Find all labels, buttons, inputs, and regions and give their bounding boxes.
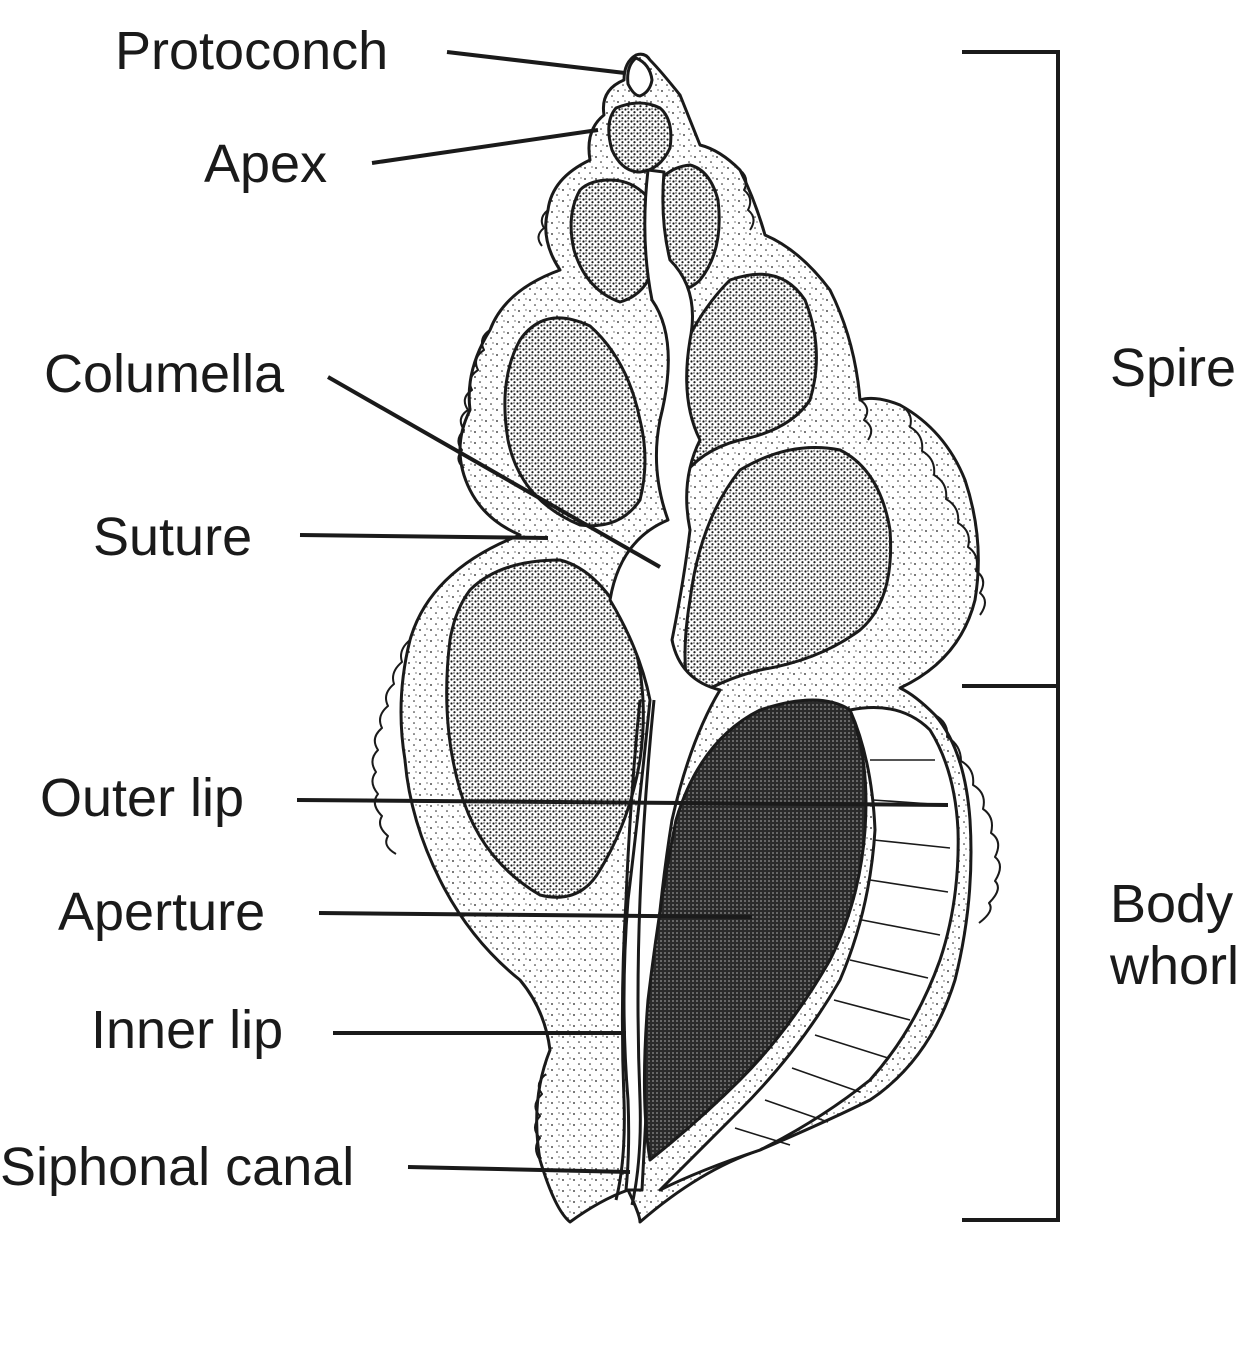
label-body-whorl-line2: whorl bbox=[1109, 936, 1239, 996]
left-ridges bbox=[371, 209, 549, 1161]
label-siphonal-canal: Siphonal canal bbox=[0, 1137, 354, 1197]
label-body-whorl-line1: Body bbox=[1110, 874, 1233, 934]
leader-siphonal-canal bbox=[407, 1165, 631, 1174]
label-spire: Spire bbox=[1110, 338, 1236, 398]
leader-lines bbox=[296, 50, 949, 1174]
label-outer-lip: Outer lip bbox=[40, 768, 244, 828]
label-aperture: Aperture bbox=[58, 882, 265, 942]
outer-lip-flare bbox=[658, 706, 960, 1192]
label-inner-lip: Inner lip bbox=[91, 1000, 283, 1060]
right-ridges bbox=[739, 169, 1001, 924]
body-whorl-bracket bbox=[962, 686, 1060, 1222]
leader-aperture bbox=[318, 911, 753, 919]
leader-apex bbox=[371, 128, 599, 165]
leader-outer-lip bbox=[296, 798, 949, 807]
shell-illustration bbox=[371, 52, 1001, 1224]
protoconch-tip bbox=[626, 56, 654, 98]
region-brackets bbox=[962, 50, 1060, 1222]
whorl-1 bbox=[607, 101, 673, 174]
whorl-3 bbox=[503, 316, 647, 528]
label-columella: Columella bbox=[44, 344, 285, 404]
spire-bracket bbox=[962, 50, 1060, 688]
aperture-fill bbox=[642, 698, 868, 1162]
outer-lip-ribs bbox=[734, 759, 951, 1146]
leader-protoconch bbox=[446, 50, 626, 75]
leader-columella bbox=[327, 375, 661, 569]
leader-suture bbox=[299, 533, 549, 540]
label-protoconch: Protoconch bbox=[115, 21, 388, 81]
labels: Protoconch Apex Columella Suture Outer l… bbox=[0, 21, 1239, 1197]
label-apex: Apex bbox=[204, 134, 327, 194]
inner-lip-edge bbox=[614, 699, 656, 1206]
label-suture: Suture bbox=[93, 507, 252, 567]
